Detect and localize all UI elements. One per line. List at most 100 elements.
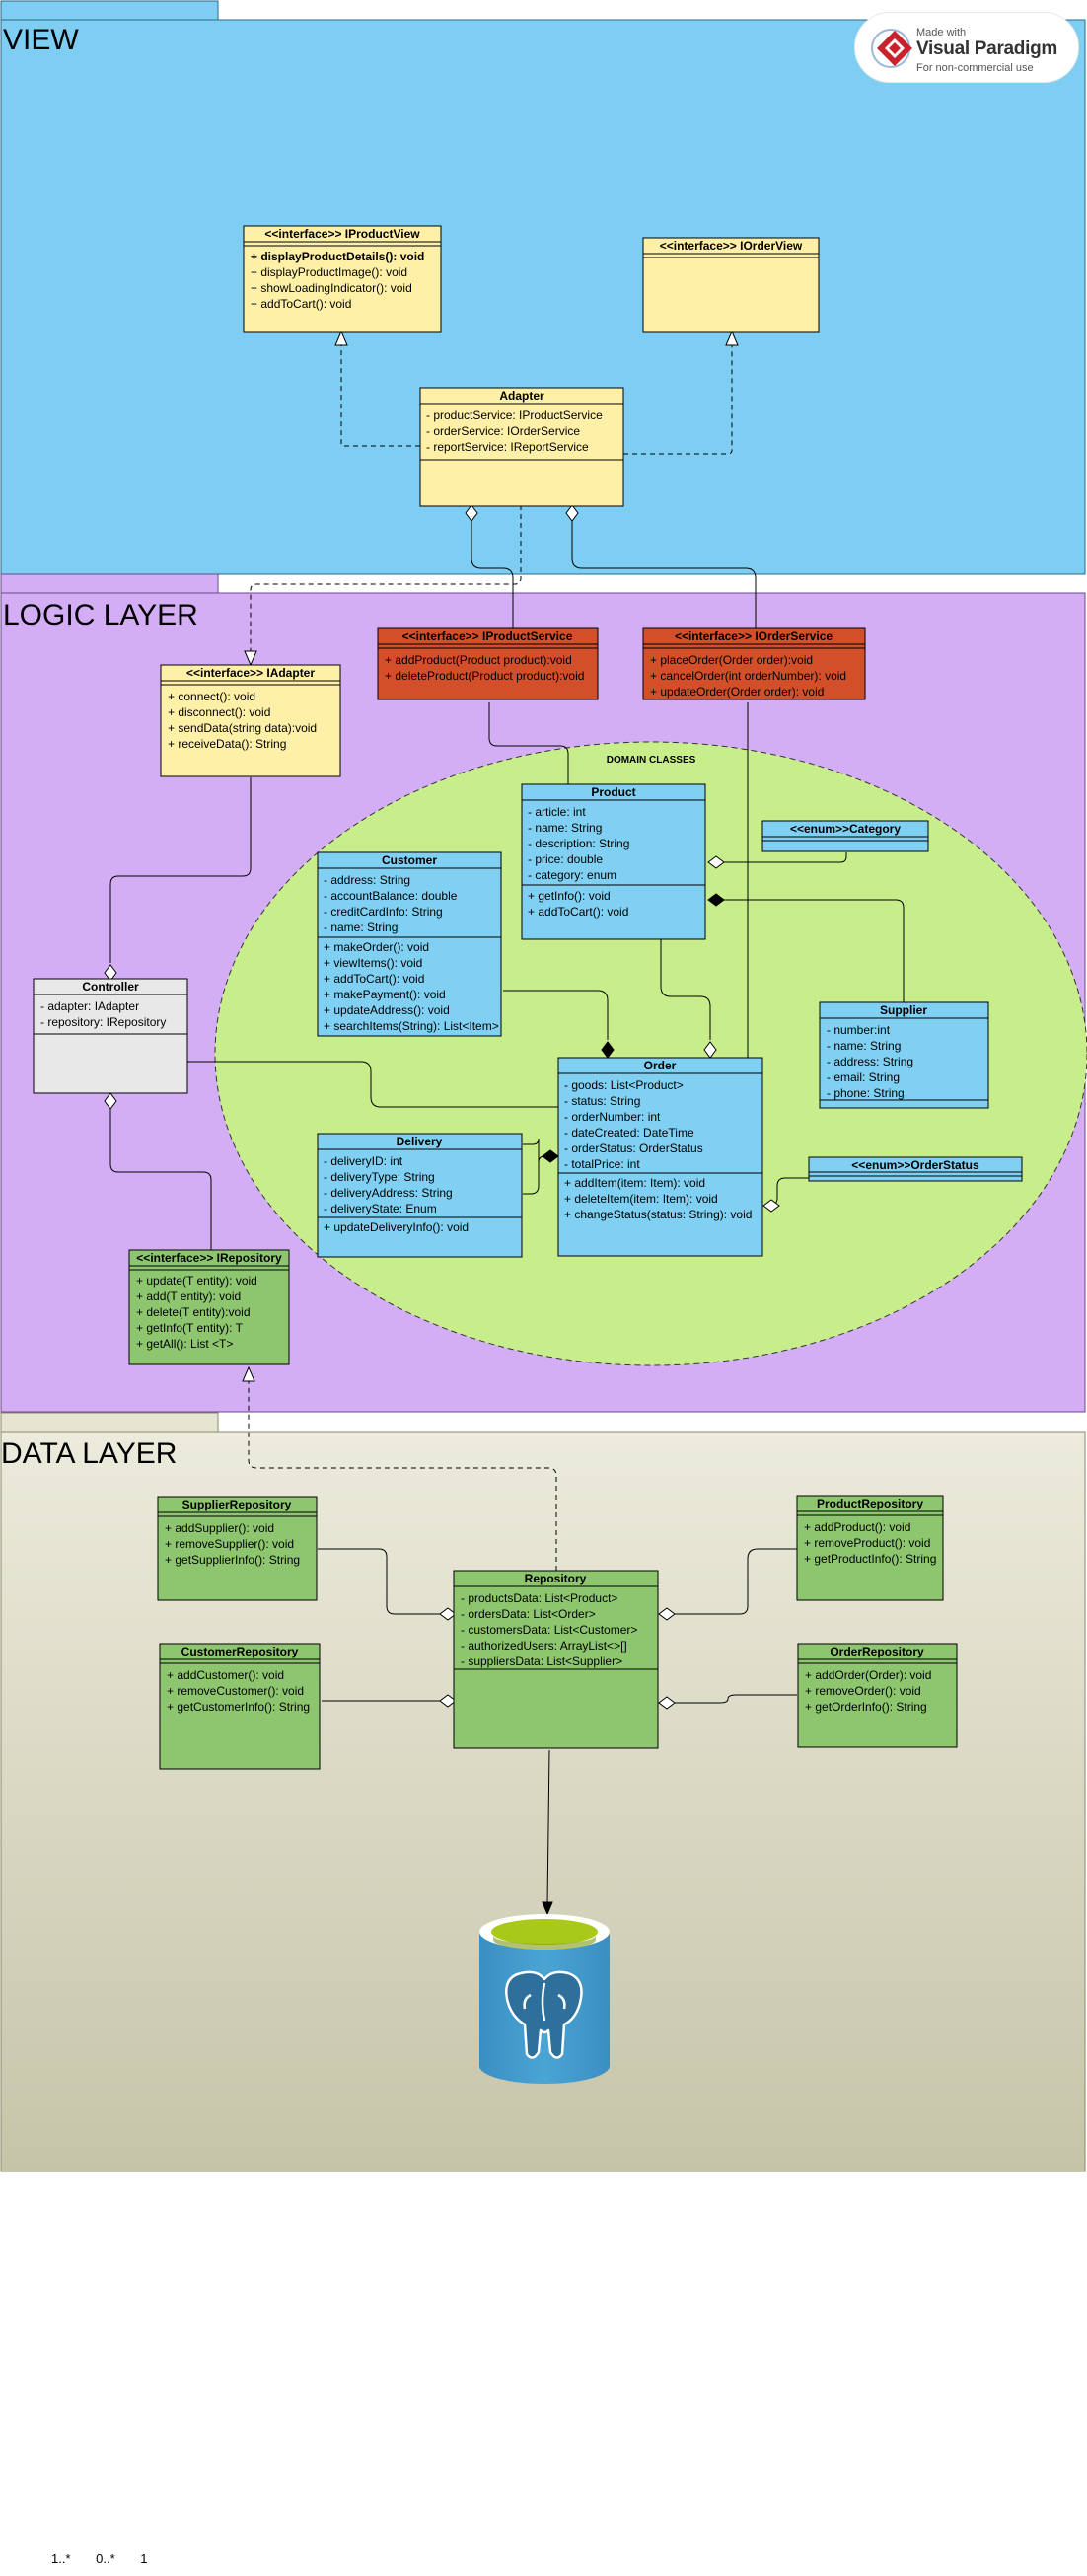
attribute: - deliveryState: Enum — [324, 1202, 437, 1215]
operation: + add(T entity): void — [136, 1289, 241, 1303]
class-repository[interactable]: Repository - productsData: List<Product>… — [453, 1570, 659, 1749]
operation: + removeCustomer(): void — [167, 1684, 304, 1698]
attribute: - article: int — [528, 805, 586, 819]
aggregation-diamond — [565, 504, 579, 522]
operation: + changeStatus(status: String): void — [564, 1208, 752, 1221]
realization-arrowhead — [334, 330, 348, 346]
class-irepository[interactable]: <<interface>> IRepository + update(T ent… — [128, 1249, 290, 1365]
multiplicity-label: 1 — [140, 2551, 148, 2566]
operation: + addItem(item: Item): void — [564, 1176, 705, 1190]
class-order[interactable]: Order - goods: List<Product> - status: S… — [557, 1057, 763, 1257]
aggregation-diamond — [104, 1092, 117, 1110]
composition-diamond — [542, 1149, 559, 1163]
class-iproductservice[interactable]: <<interface>> IProductService + addProdu… — [377, 627, 599, 700]
supplier-product-composition — [724, 899, 905, 1002]
operation: + makeOrder(): void — [324, 940, 429, 954]
class-orderrepository[interactable]: OrderRepository + addOrder(Order): void … — [797, 1643, 958, 1748]
attribute: - reportService: IReportService — [426, 440, 589, 454]
attribute: - name: String — [324, 920, 398, 934]
attribute: - dateCreated: DateTime — [564, 1126, 694, 1140]
operation: + addProduct(): void — [804, 1520, 910, 1534]
operation: + update(T entity): void — [136, 1274, 257, 1288]
aggregation-diamond — [762, 1199, 780, 1213]
realization-arrowhead — [244, 650, 257, 667]
repository-database-link — [546, 1749, 550, 1905]
operation: + receiveData(): String — [168, 737, 286, 751]
aggregation-diamond — [703, 1041, 717, 1059]
class-supplierrepository[interactable]: SupplierRepository + addSupplier(): void… — [157, 1496, 318, 1601]
operation: + removeSupplier(): void — [165, 1537, 294, 1551]
attribute: - address: String — [827, 1055, 913, 1068]
class-name: <<interface>> IRepository — [136, 1251, 282, 1265]
class-name: <<interface>> IAdapter — [186, 666, 315, 680]
class-name: <<enum>>Category — [790, 822, 901, 836]
operation: + connect(): void — [168, 690, 255, 703]
class-name: <<interface>> IProductService — [402, 629, 573, 643]
enum-orderstatus[interactable]: <<enum>>OrderStatus — [808, 1156, 1023, 1182]
class-name: CustomerRepository — [181, 1645, 299, 1658]
license-note: For non-commercial use — [916, 62, 1034, 74]
attribute: - accountBalance: double — [324, 889, 458, 903]
data-lane-title: DATA LAYER — [1, 1437, 177, 1470]
iadapter-controller-aggregation — [109, 777, 252, 963]
operation: + getSupplierInfo(): String — [165, 1553, 300, 1567]
operation: + addProduct(Product product):void — [385, 653, 572, 667]
class-customer[interactable]: Customer - address: String - accountBala… — [317, 851, 502, 1037]
operation: + removeOrder(): void — [805, 1684, 921, 1698]
operation: + getAll(): List <T> — [136, 1337, 233, 1351]
class-iproductview[interactable]: <<interface>> IProductView + displayProd… — [243, 225, 442, 333]
customer-order-composition — [503, 990, 609, 1040]
operation: + searchItems(String): List<Item> — [324, 1019, 499, 1033]
class-customerrepository[interactable]: CustomerRepository + addCustomer(): void… — [159, 1643, 321, 1770]
enum-category[interactable]: <<enum>>Category — [761, 820, 929, 852]
orderrepo-repository-aggregation — [675, 1694, 797, 1704]
aggregation-diamond — [658, 1696, 676, 1710]
class-name: SupplierRepository — [182, 1498, 292, 1511]
multiplicity-label: 0..* — [96, 2551, 115, 2566]
operation: + getInfo(T entity): T — [136, 1321, 244, 1335]
operation: + addToCart(): void — [528, 905, 628, 919]
attribute: - category: enum — [528, 868, 616, 882]
realization-arrowhead — [242, 1365, 255, 1382]
attribute: - number:int — [827, 1023, 891, 1037]
view-lane-title: VIEW — [3, 24, 79, 56]
attribute: - phone: String — [827, 1086, 905, 1100]
operation: + addOrder(Order): void — [805, 1668, 931, 1682]
attribute: - address: String — [324, 873, 410, 887]
class-iorderview[interactable]: <<interface>> IOrderView — [642, 237, 820, 333]
class-name: Supplier — [880, 1003, 927, 1017]
attribute: - orderNumber: int — [564, 1110, 661, 1124]
attribute: - creditCardInfo: String — [324, 905, 443, 919]
brand-name: Visual Paradigm — [916, 38, 1057, 59]
operation: + deleteProduct(Product product):void — [385, 669, 584, 683]
attribute: - name: String — [827, 1039, 901, 1053]
attribute: - adapter: IAdapter — [40, 999, 139, 1013]
class-name: Controller — [82, 980, 139, 994]
operation: + delete(T entity):void — [136, 1305, 251, 1319]
aggregation-diamond — [465, 504, 478, 522]
visual-paradigm-logo-icon — [871, 29, 912, 68]
domain-classes-label: DOMAIN CLASSES — [607, 755, 696, 766]
composition-diamond — [707, 893, 725, 907]
class-delivery[interactable]: Delivery - deliveryID: int - deliveryTyp… — [317, 1133, 523, 1258]
class-name: <<enum>>OrderStatus — [851, 1158, 979, 1172]
class-name: <<interface>> IOrderService — [675, 629, 833, 643]
operation: + getOrderInfo(): String — [805, 1700, 927, 1714]
operation: + deleteItem(item: Item): void — [564, 1192, 718, 1206]
repository-irepository-realization — [248, 1377, 557, 1571]
class-name: ProductRepository — [817, 1497, 923, 1510]
class-iorderservice[interactable]: <<interface>> IOrderService + placeOrder… — [642, 627, 866, 700]
visual-paradigm-badge: Made with Visual Paradigm For non-commer… — [854, 12, 1079, 83]
aggregation-diamond — [707, 855, 725, 869]
class-adapter[interactable]: Adapter - productService: IProductServic… — [419, 387, 624, 507]
class-supplier[interactable]: Supplier - number:int - name: String - a… — [819, 1001, 989, 1109]
aggregation-diamond — [658, 1607, 676, 1621]
class-productrepository[interactable]: ProductRepository + addProduct(): void +… — [796, 1495, 944, 1601]
aggregation-diamond — [104, 964, 117, 982]
category-product-aggregation — [724, 852, 847, 863]
class-name: Customer — [382, 853, 437, 867]
class-iadapter[interactable]: <<interface>> IAdapter + connect(): void… — [160, 664, 341, 777]
class-product[interactable]: Product - article: int - name: String - … — [521, 783, 706, 940]
class-controller[interactable]: Controller - adapter: IAdapter - reposit… — [33, 978, 188, 1094]
attribute: - totalPrice: int — [564, 1157, 640, 1171]
